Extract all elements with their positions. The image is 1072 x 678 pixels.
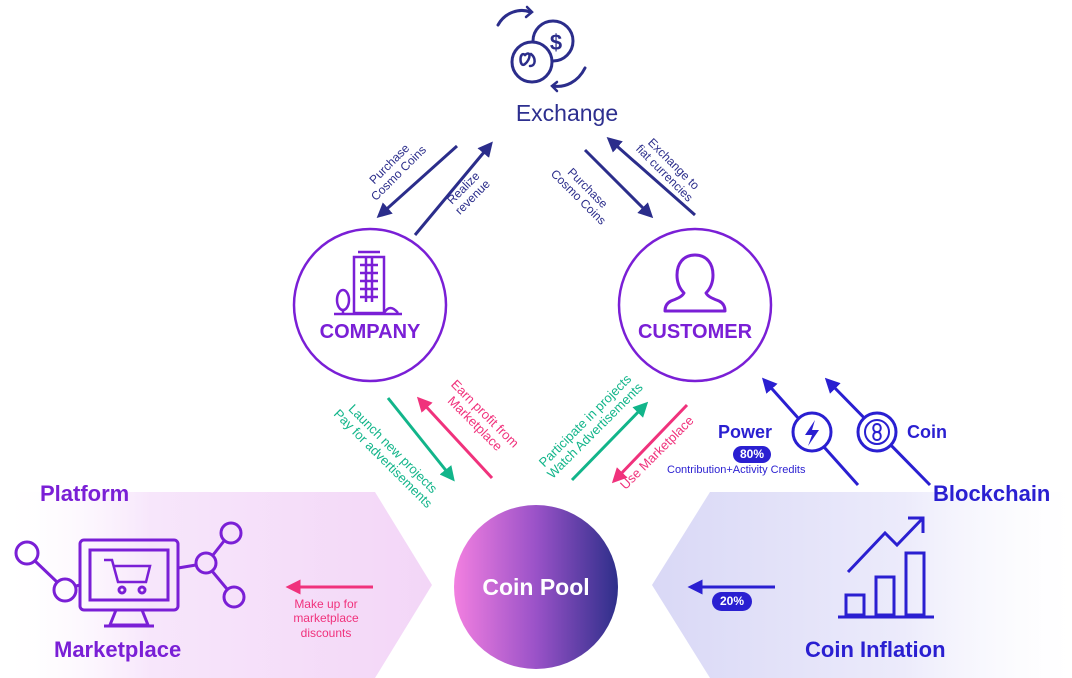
coin-label: Coin (907, 422, 947, 442)
lightning-bolt (805, 420, 819, 446)
arrow-company-to-exchange (376, 144, 459, 219)
exchange-label: Exchange (515, 100, 619, 126)
platform-label: Platform (40, 481, 130, 506)
shopping-cart-monitor-icon (14, 521, 246, 628)
arrow-company-to-pool (386, 397, 455, 482)
arrow-pool-to-customer (611, 403, 689, 484)
flow-line-3: discounts (300, 625, 352, 640)
building-icon (334, 250, 402, 316)
growth-chart-icon (838, 516, 934, 619)
arrow-customer-to-exchange (606, 137, 696, 217)
inflation-percent-pill (712, 592, 752, 611)
company-label: COMPANY (319, 321, 421, 343)
marketplace-label: Marketplace (54, 637, 182, 662)
customer-circle (617, 227, 773, 383)
flow-pool-to-marketplace: Make up for marketplace discounts (276, 597, 376, 640)
company-circle (292, 227, 448, 383)
inflation-percent: 20% (719, 594, 745, 608)
arrow-exchange-to-customer (583, 148, 654, 219)
arrow-customer-to-pool (570, 401, 649, 482)
power-percent-pill (733, 446, 771, 463)
blockchain-label: Blockchain (933, 481, 1051, 506)
arrow-exchange-to-company (413, 141, 493, 236)
flow-line-1: Make up for (294, 597, 358, 611)
coin-inner-ring (864, 419, 890, 445)
coin-symbol (872, 422, 882, 442)
customer-label: CUSTOMER (637, 321, 753, 343)
currency-exchange-icon (496, 5, 587, 93)
coin-pool-label: Coin Pool (482, 574, 590, 600)
person-icon (663, 253, 727, 313)
power-caption: Contribution+Activity Credits (667, 464, 806, 476)
flow-line-2: marketplace (293, 611, 359, 626)
power-percent: 80% (739, 447, 765, 461)
blockchain-panel (652, 492, 1072, 678)
power-label: Power (718, 422, 773, 442)
arrow-pool-to-company (416, 396, 494, 480)
coin-pool-circle (454, 505, 618, 669)
coin-inflation-label: Coin Inflation (805, 637, 946, 662)
dollar-sign: $ (550, 30, 562, 55)
